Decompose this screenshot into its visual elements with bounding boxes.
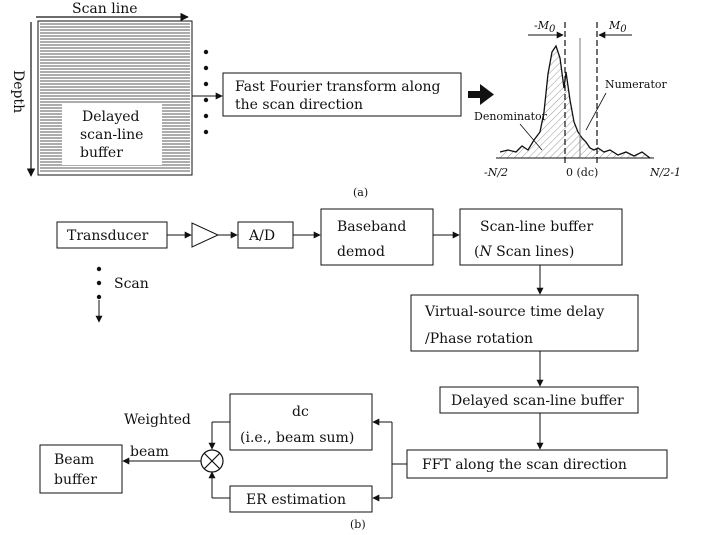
denominator-label: Denominator — [474, 110, 548, 123]
panel-a: Scan line Depth Delayed scan-line buffer… — [10, 1, 681, 199]
multiplier-icon — [200, 449, 224, 473]
weighted-label: Weighted — [124, 412, 191, 428]
depth-label: Depth — [10, 70, 26, 113]
beam-buffer-label-1: Beam — [54, 452, 94, 468]
minus-m0-label: -M0 — [534, 19, 556, 35]
scan-dots — [96, 266, 102, 300]
axis-right-label: N/2-1 — [649, 166, 681, 179]
phase-rotation-label: /Phase rotation — [425, 331, 533, 347]
axis-left-label: -N/2 — [484, 166, 508, 179]
buffer-label: buffer — [80, 145, 123, 161]
dc-box — [229, 393, 373, 451]
scanline-buffer-label: Scan-line buffer — [480, 219, 593, 235]
ad-box — [237, 221, 294, 249]
fft-box-a — [222, 72, 462, 117]
ellipsis-dots-vertical — [203, 49, 209, 135]
beam-buffer-label-2: buffer — [54, 472, 97, 488]
fft-box-b — [406, 449, 668, 479]
thick-arrow — [468, 84, 494, 105]
spectrum-plot: -M0 M0 Numerator Denominator -N/2 0 (dc)… — [474, 19, 681, 179]
caption-a: (a) — [353, 186, 368, 199]
demod-label: demod — [337, 244, 385, 260]
scan-label: Scan — [114, 276, 149, 292]
er-box — [229, 485, 373, 513]
caption-b: (b) — [350, 518, 366, 531]
delayed-buffer-label-box — [62, 103, 162, 165]
scanline-count-label: (N Scan lines) — [474, 244, 574, 260]
beam-sum-label: (i.e., beam sum) — [240, 430, 354, 446]
beam-label: beam — [130, 444, 169, 460]
baseband-box — [320, 208, 434, 266]
amplifier-icon — [191, 222, 220, 248]
m0-label: M0 — [608, 19, 627, 35]
dc-label: dc — [292, 404, 309, 420]
numerator-label: Numerator — [605, 78, 668, 91]
transducer-label: Transducer — [67, 228, 149, 244]
numerator-pointer — [585, 92, 607, 131]
ad-label: A/D — [248, 228, 275, 244]
denominator-pointer — [519, 123, 543, 151]
axis-center-label: 0 (dc) — [566, 166, 598, 179]
delayed-buffer-label: Delayed scan-line buffer — [451, 393, 624, 409]
scan-line-label-2: scan-line — [80, 127, 143, 143]
spectrum-curve — [499, 44, 651, 159]
panel-b: Transducer A/D Baseband demod Scan-line … — [39, 208, 668, 531]
beam-buffer-box — [39, 444, 123, 494]
baseband-label: Baseband — [337, 219, 406, 235]
scan-line-label: Scan line — [72, 1, 138, 17]
fft-label-2: the scan direction — [235, 97, 363, 113]
virtual-source-box — [410, 294, 639, 352]
virtual-source-label: Virtual-source time delay — [424, 304, 604, 320]
scanline-buffer-box — [459, 208, 623, 266]
scan-line-block — [37, 20, 193, 176]
delayed-buffer-box — [439, 386, 639, 414]
fft-label-1: Fast Fourier transform along — [235, 79, 441, 95]
fft-label-b: FFT along the scan direction — [422, 457, 627, 473]
er-label: ER estimation — [246, 492, 346, 508]
spectrum-fill — [500, 46, 650, 158]
delayed-label: Delayed — [82, 109, 140, 125]
